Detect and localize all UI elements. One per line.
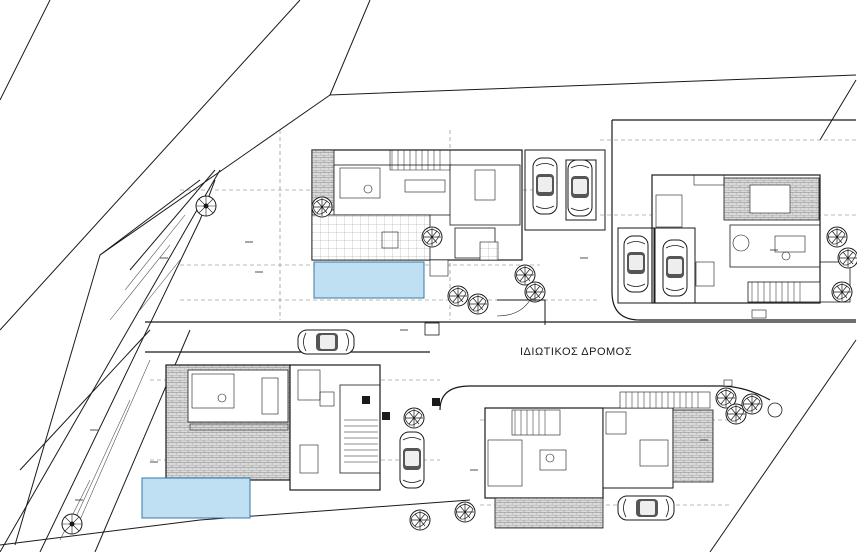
- house-3: [141, 364, 390, 519]
- tree-icon: [447, 285, 469, 307]
- tree-icon: [826, 226, 848, 248]
- road-edges: [145, 119, 856, 411]
- tree-icon: [454, 501, 476, 523]
- tree-icon: [831, 281, 853, 303]
- car-icon: [399, 431, 425, 489]
- car-icon: [623, 235, 649, 293]
- tree-icon: [741, 393, 763, 415]
- spiral-stair-icon: [61, 513, 83, 535]
- tree-icon: [837, 247, 857, 269]
- tree-icon: [403, 407, 425, 429]
- car-icon: [662, 239, 688, 297]
- tree-icon: [409, 509, 431, 531]
- tree-icon: [524, 281, 546, 303]
- tree-icon: [467, 293, 489, 315]
- tree-icon: [311, 196, 333, 218]
- spiral-stair-icon: [195, 195, 217, 217]
- level-markers: [75, 241, 778, 501]
- road-label: ΙΔΙΩΤΙΚΟΣ ΔΡΟΜΟΣ: [520, 346, 633, 358]
- car-icon: [617, 495, 675, 521]
- house-4: [484, 391, 714, 529]
- tree-icon: [421, 226, 443, 248]
- car-icon: [567, 159, 593, 217]
- house-1: [311, 149, 523, 299]
- car-icon: [532, 157, 558, 215]
- house-2-carport: [617, 227, 696, 304]
- site-hatch: [59, 214, 186, 541]
- car-icon: [297, 329, 355, 355]
